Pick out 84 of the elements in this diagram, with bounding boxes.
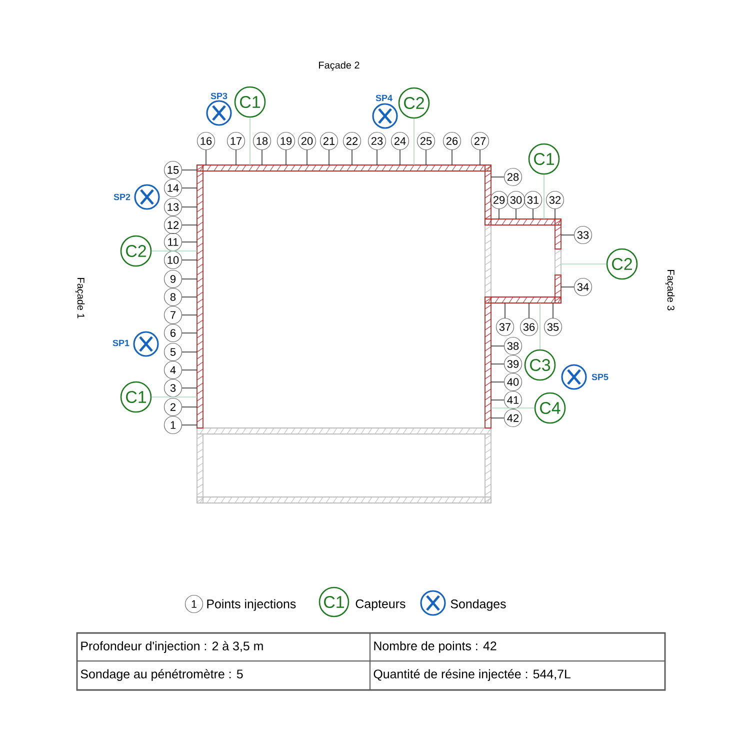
probe-label: SP2 (114, 194, 130, 200)
table-cell-text: Profondeur d'injection : 2 à 3,5 m (81, 641, 263, 653)
legend-text: Capteurs (356, 599, 406, 611)
table-cell-text: Nombre de points : 42 (374, 641, 496, 653)
injection-point: 8 (164, 288, 182, 306)
leader-line (306, 150, 308, 166)
injection-point: 18 (252, 132, 272, 150)
injection-point: 2 (164, 398, 182, 416)
injection-point: 22 (342, 132, 362, 150)
leader-line (560, 234, 574, 236)
probe-label: SP1 (112, 340, 130, 346)
injection-point: 33 (574, 226, 592, 244)
injection-point: 34 (574, 278, 592, 296)
legend-text: Sondages (450, 599, 506, 611)
injection-point: 17 (226, 132, 246, 150)
injection-point: 13 (164, 198, 182, 216)
leader-line (552, 302, 554, 318)
injection-point: 12 (164, 216, 182, 234)
facade-label: Façade 1 (75, 278, 85, 318)
leader-line (182, 206, 198, 208)
injection-point: 28 (504, 168, 522, 186)
injection-point: 24 (390, 132, 410, 150)
leader-line (182, 278, 198, 280)
probe-marker (561, 364, 587, 390)
injection-point: 41 (504, 390, 522, 410)
injection-point: 9 (164, 270, 182, 288)
facade-label: Façade 3 (665, 270, 675, 310)
injection-point: 7 (164, 306, 182, 324)
leader-line (560, 286, 574, 288)
leader-line (376, 150, 378, 166)
injection-point: 16 (196, 132, 216, 150)
injection-point: 37 (496, 318, 514, 336)
leader-line (151, 250, 198, 252)
leader-line (532, 208, 534, 220)
injection-point: 42 (504, 408, 522, 428)
probe-marker (133, 331, 159, 357)
injection-point: 15 (164, 160, 182, 180)
leader-line (182, 424, 198, 426)
table-cell-text: Quantité de résine injectée : 544,7L (374, 669, 571, 681)
leader-line (151, 396, 198, 398)
injection-point: 10 (164, 250, 182, 270)
leader-line (528, 302, 530, 318)
injection-point: 32 (546, 190, 564, 210)
leader-line (504, 302, 506, 318)
injection-point: 5 (164, 342, 182, 362)
leader-line (182, 314, 198, 316)
leader-line (182, 406, 198, 408)
probe-label: SP3 (210, 92, 228, 100)
injection-point: 39 (504, 354, 522, 374)
leader-line (554, 208, 556, 220)
leader-line (182, 332, 198, 334)
injection-point: 3 (164, 378, 182, 398)
injection-point: 4 (164, 360, 182, 380)
probe-marker (134, 184, 160, 210)
injection-point: 11 (164, 232, 182, 252)
injection-point: 14 (164, 178, 182, 198)
injection-point: 29 (490, 190, 508, 210)
injection-point: 35 (544, 318, 562, 336)
injection-point: 38 (504, 336, 522, 356)
probe-label: SP4 (376, 94, 392, 102)
injection-point: 26 (442, 132, 462, 150)
injection-point: 21 (320, 132, 338, 150)
leader-line (182, 224, 198, 226)
injection-point: 36 (520, 318, 538, 336)
injection-point: 40 (504, 372, 522, 392)
injection-point: 25 (416, 132, 436, 150)
injection-point: 20 (298, 132, 316, 150)
injection-point: 6 (164, 324, 182, 342)
probe-marker (206, 100, 232, 126)
facade-label: Façade 2 (319, 61, 360, 71)
leader-line (498, 208, 500, 220)
injection-point: 30 (506, 190, 526, 210)
legend-text: Points injections (207, 599, 296, 611)
injection-point: 31 (524, 190, 542, 210)
leader-line (328, 150, 330, 166)
injection-point: 1 (164, 416, 182, 434)
injection-point: 19 (276, 132, 296, 150)
injection-point: 23 (368, 132, 386, 150)
probe-marker (372, 103, 398, 129)
leader-line (490, 176, 504, 178)
injection-point: 27 (470, 132, 490, 150)
probe-label: SP5 (592, 374, 608, 380)
table-cell-text: Sondage au pénétromètre : 5 (80, 669, 243, 681)
leader-line (182, 296, 198, 298)
